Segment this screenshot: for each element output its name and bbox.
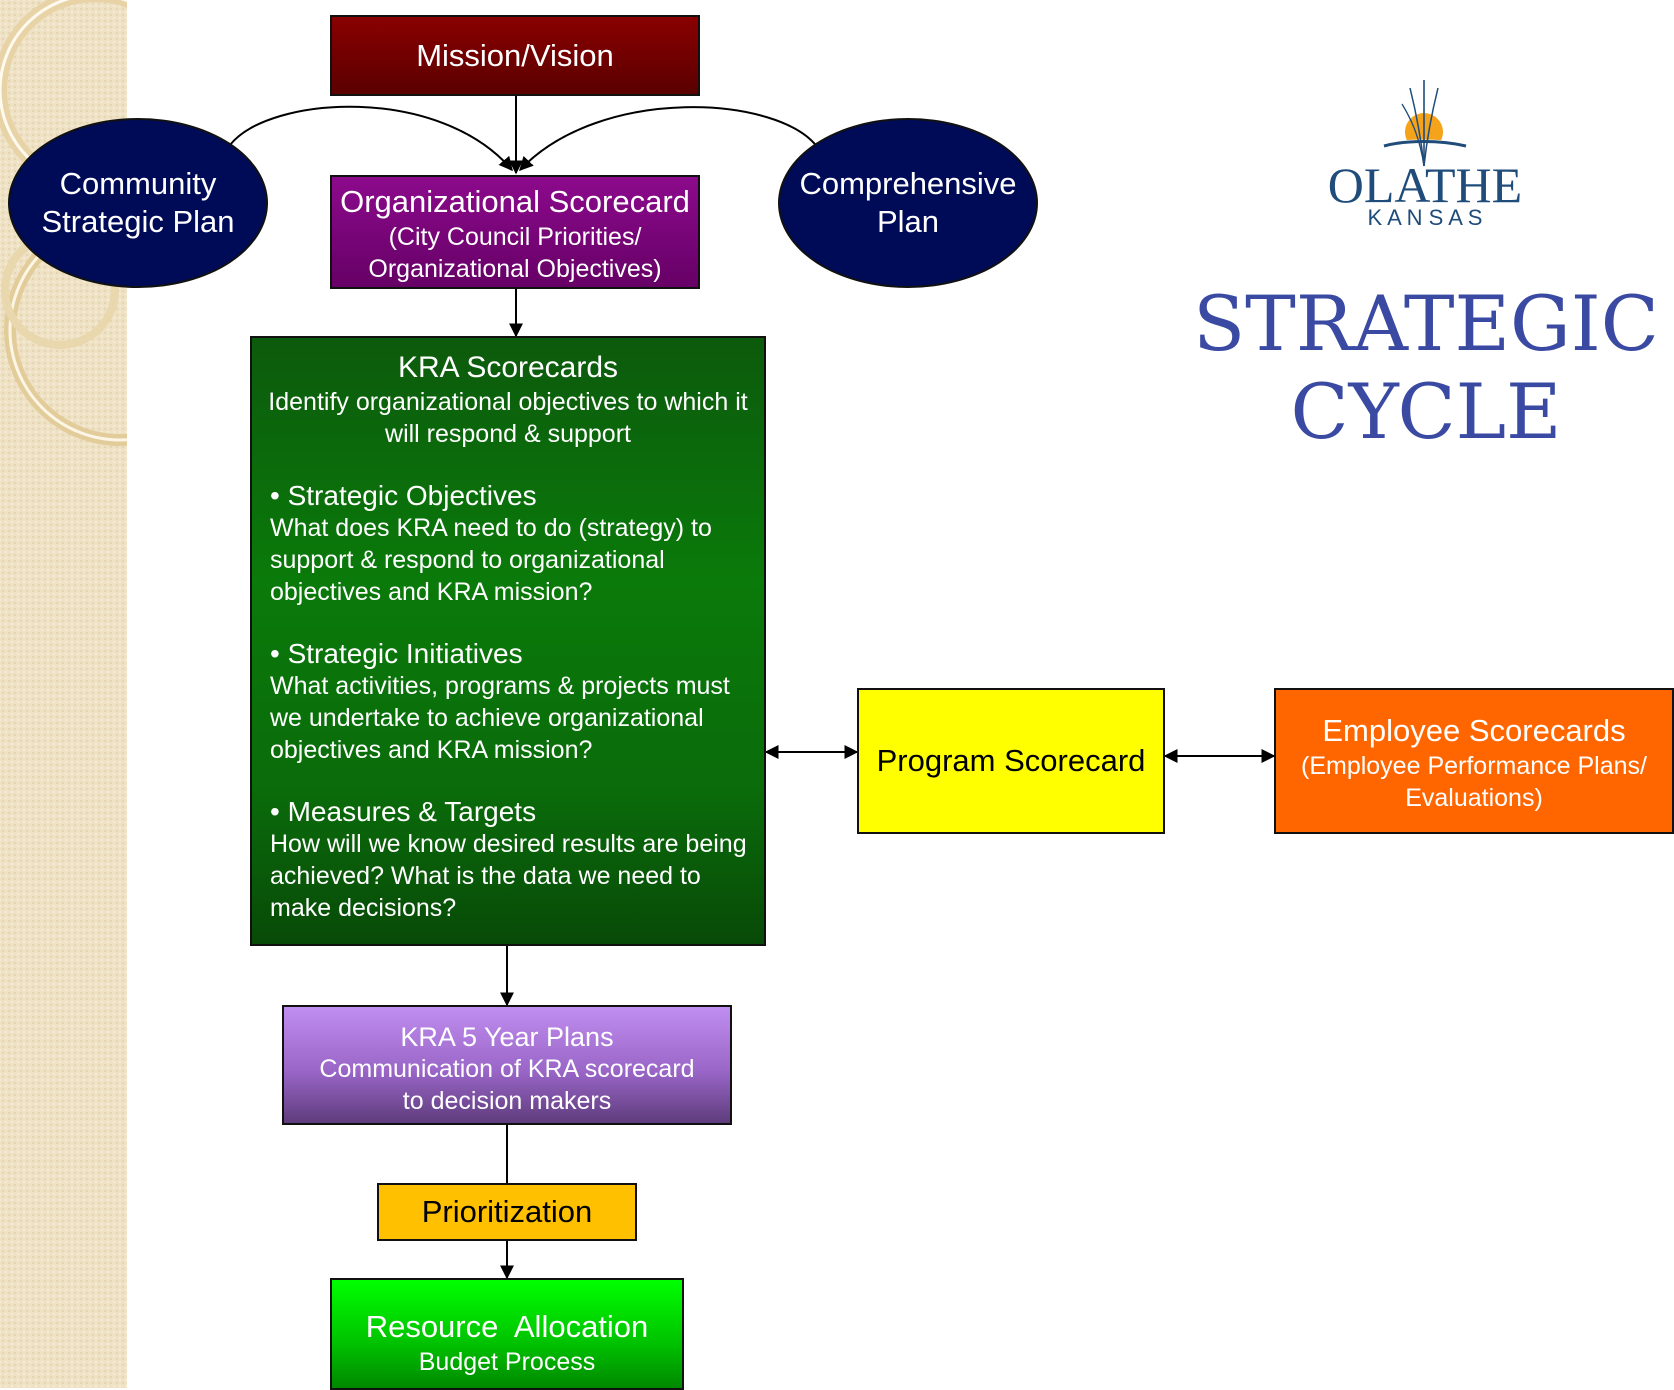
mission-vision-box: Mission/Vision [330, 15, 700, 96]
kra-intro: Identify organizational objectives to wh… [268, 388, 748, 448]
mission-vision-label: Mission/Vision [416, 37, 614, 73]
strategic-initiatives-text: What activities, programs & projects mus… [270, 672, 730, 764]
employee-line3: Evaluations) [1405, 784, 1543, 812]
kra-scorecards-box: KRA Scorecards Identify organizational o… [250, 336, 766, 946]
measures-targets-text: How will we know desired results are bei… [270, 830, 747, 922]
organizational-scorecard-box: Organizational Scorecard (City Council P… [330, 175, 700, 289]
logo-emblem-icon [1382, 80, 1468, 167]
kra5-title: KRA 5 Year Plans [400, 1022, 614, 1052]
strategic-objectives-heading: Strategic Objectives [287, 480, 537, 511]
community-strategic-plan-node: Community Strategic Plan [8, 118, 268, 288]
employee-title: Employee Scorecards [1322, 713, 1626, 748]
kra5-line2: Communication of KRA scorecard [319, 1055, 695, 1083]
comprehensive-line1: Comprehensive [799, 166, 1017, 201]
strategic-objectives-text: What does KRA need to do (strategy) to s… [270, 514, 712, 606]
kra-section-heading: • Strategic Objectives [270, 480, 537, 511]
employee-scorecards-box: Employee Scorecards (Employee Performanc… [1274, 688, 1674, 834]
resource-allocation-box: Resource Allocation Budget Process [330, 1278, 684, 1390]
kra5-line3: to decision makers [402, 1087, 612, 1115]
program-label: Program Scorecard [876, 743, 1146, 778]
title-line1: STRATEGIC [1193, 279, 1659, 368]
community-line1: Community [59, 166, 217, 201]
comprehensive-plan-node: Comprehensive Plan [778, 118, 1038, 288]
employee-line2: (Employee Performance Plans/ [1301, 752, 1647, 780]
prioritization-label: Prioritization [421, 1194, 593, 1229]
kra-section-heading: • Strategic Initiatives [270, 638, 523, 669]
kra-5-year-plans-box: KRA 5 Year Plans Communication of KRA sc… [282, 1005, 732, 1125]
page-title: STRATEGIC CYCLE [1160, 280, 1674, 456]
org-line3: Organizational Objectives) [368, 255, 662, 283]
strategic-initiatives-heading: Strategic Initiatives [287, 638, 523, 669]
title-line2: CYCLE [1290, 367, 1562, 456]
resource-title: Resource Allocation [365, 1309, 649, 1344]
logo-name: OLATHE [1327, 157, 1523, 213]
kra-section-heading: • Measures & Targets [270, 796, 537, 827]
prioritization-box: Prioritization [377, 1183, 637, 1241]
measures-targets-heading: Measures & Targets [287, 796, 537, 827]
kra-title: KRA Scorecards [397, 351, 619, 384]
org-line2: (City Council Priorities/ [388, 223, 642, 251]
arrow-comprehensive-to-org [519, 106, 819, 172]
org-title: Organizational Scorecard [340, 184, 690, 219]
program-scorecard-box: Program Scorecard [857, 688, 1165, 834]
arrow-community-to-org [229, 105, 513, 172]
resource-line2: Budget Process [418, 1348, 596, 1376]
logo-state: K A N S A S [1367, 205, 1483, 230]
community-line2: Strategic Plan [41, 204, 235, 239]
comprehensive-line2: Plan [876, 204, 940, 239]
